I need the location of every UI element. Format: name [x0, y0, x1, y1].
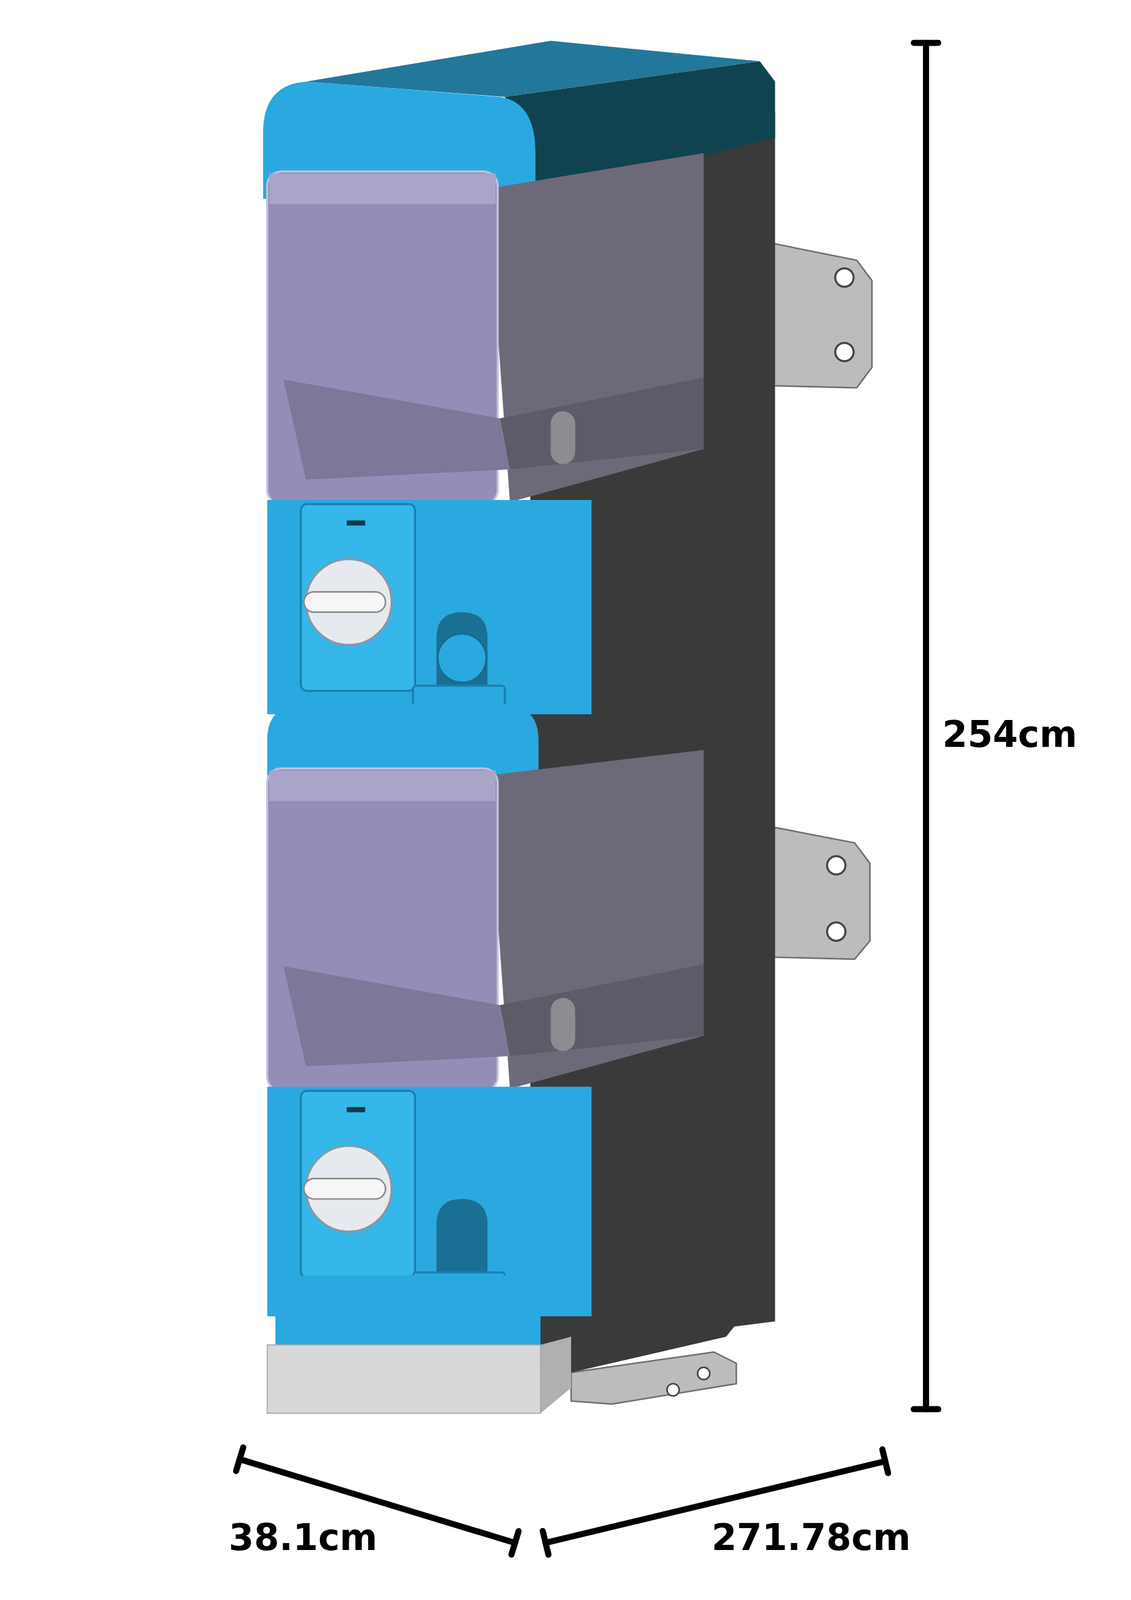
bracket-hole	[666, 1383, 680, 1396]
chute-opening	[436, 1198, 489, 1281]
window-side	[487, 153, 704, 502]
dimension-tick	[511, 1530, 519, 1555]
base-plate	[267, 1344, 541, 1413]
dispense-post	[550, 411, 575, 465]
wall-bracket	[769, 243, 872, 389]
window-tray	[283, 966, 510, 1067]
height-dimension-line	[922, 43, 930, 1410]
dimension-tick	[882, 1449, 888, 1473]
coin-panel	[300, 1090, 415, 1278]
dimension-tick	[913, 39, 938, 47]
knob-handle	[303, 591, 386, 613]
coin-panel	[300, 504, 415, 692]
bracket-hole	[697, 1367, 710, 1380]
vending-unit	[267, 153, 705, 715]
dimension-label: 254cm	[942, 714, 1078, 755]
window-tray	[499, 377, 704, 470]
window-tray	[283, 379, 510, 480]
bracket-hole	[827, 856, 846, 875]
dimension-label: 38.1cm	[228, 1517, 378, 1558]
bracket-hole	[835, 343, 854, 362]
dimension-tick	[913, 1405, 938, 1413]
coin-slot	[346, 1106, 365, 1112]
dispense-post	[550, 997, 575, 1052]
window-tray	[499, 964, 704, 1057]
dimension-tick	[543, 1530, 549, 1555]
knob-handle	[303, 1178, 386, 1200]
vending-unit	[267, 749, 705, 1316]
window-side	[487, 749, 704, 1089]
dimension-tick	[236, 1447, 244, 1471]
chute-opening	[436, 612, 489, 695]
window-rim	[269, 770, 496, 802]
coin-slot	[346, 520, 365, 526]
base-plate-side	[540, 1336, 572, 1413]
bracket-hole	[835, 268, 854, 287]
wall-bracket	[769, 826, 870, 959]
bracket-hole	[827, 922, 846, 941]
capsule	[437, 633, 487, 683]
dimension-lines	[236, 43, 939, 1555]
dimension-label: 271.78cm	[711, 1517, 912, 1558]
window-rim	[269, 173, 496, 205]
body-front	[267, 499, 592, 715]
